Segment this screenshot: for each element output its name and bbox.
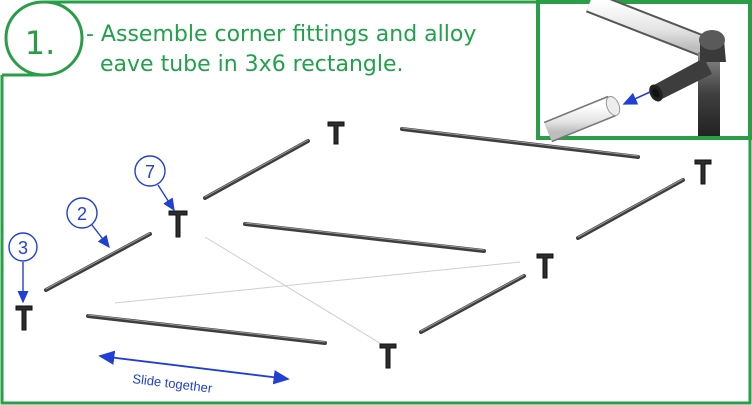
t-fitting-icon (536, 253, 554, 279)
eave-tube (86, 314, 327, 345)
step-number-bubble (2, 0, 538, 77)
callout-3: 3 (8, 232, 38, 304)
step-number: 1. (24, 24, 56, 62)
corner-fittings (15, 121, 712, 369)
double-arrow-icon (98, 350, 290, 385)
construction-lines (114, 236, 521, 346)
t-fitting-icon (694, 159, 712, 185)
callout-label: 7 (145, 162, 155, 182)
t-fitting-icon (168, 210, 188, 238)
detail-inset (536, 0, 752, 143)
t-fitting-icon (15, 305, 33, 331)
eave-tube (400, 127, 640, 159)
step-instruction: - Assemble corner fittings and alloy eav… (86, 20, 476, 80)
eave-tube (203, 139, 310, 200)
slide-together-label: Slide together (132, 371, 214, 396)
t-fitting-icon (327, 121, 345, 145)
callout-7: 7 (134, 155, 175, 212)
eave-tube (576, 178, 685, 240)
t-fitting-icon (379, 343, 397, 369)
eave-tube (44, 232, 152, 292)
eave-tubes (44, 127, 685, 345)
slide-together-annotation: Slide together (98, 350, 290, 396)
instruction-line-1: - Assemble corner fittings and alloy (86, 22, 477, 47)
callout-label: 2 (77, 204, 87, 224)
step-bubble-left (4, 0, 45, 77)
eave-tube (243, 222, 486, 253)
instruction-line-2: eave tube in 3x6 rectangle. (100, 52, 404, 77)
callout-label: 3 (18, 238, 28, 258)
inset-direction-arrow (622, 91, 651, 105)
eave-tube (419, 274, 526, 334)
callout-2: 2 (66, 197, 110, 249)
